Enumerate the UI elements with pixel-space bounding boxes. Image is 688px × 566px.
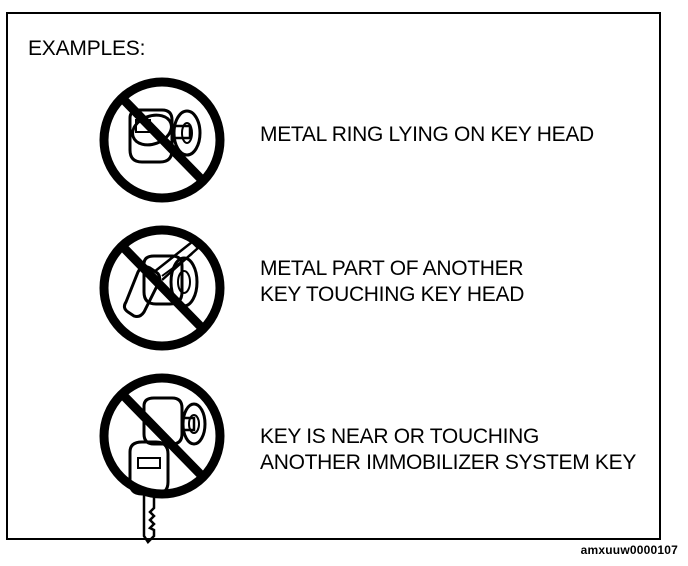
no-symbol-ring-on-key-icon xyxy=(92,78,232,218)
reference-code: amxuuw0000107 xyxy=(581,542,678,558)
example-label-immobilizer: KEY IS NEAR OR TOUCHING ANOTHER IMMOBILI… xyxy=(260,424,636,476)
examples-panel: EXAMPLES: METAL RING LYING ON KEY HEAD xyxy=(6,12,661,540)
example-label-key-touching: METAL PART OF ANOTHER KEY TOUCHING KEY H… xyxy=(260,256,524,308)
examples-heading: EXAMPLES: xyxy=(28,36,145,62)
no-symbol-key-touching-icon xyxy=(92,220,232,360)
no-symbol-immobilizer-key-icon xyxy=(92,372,232,542)
example-label-ring: METAL RING LYING ON KEY HEAD xyxy=(260,122,594,148)
